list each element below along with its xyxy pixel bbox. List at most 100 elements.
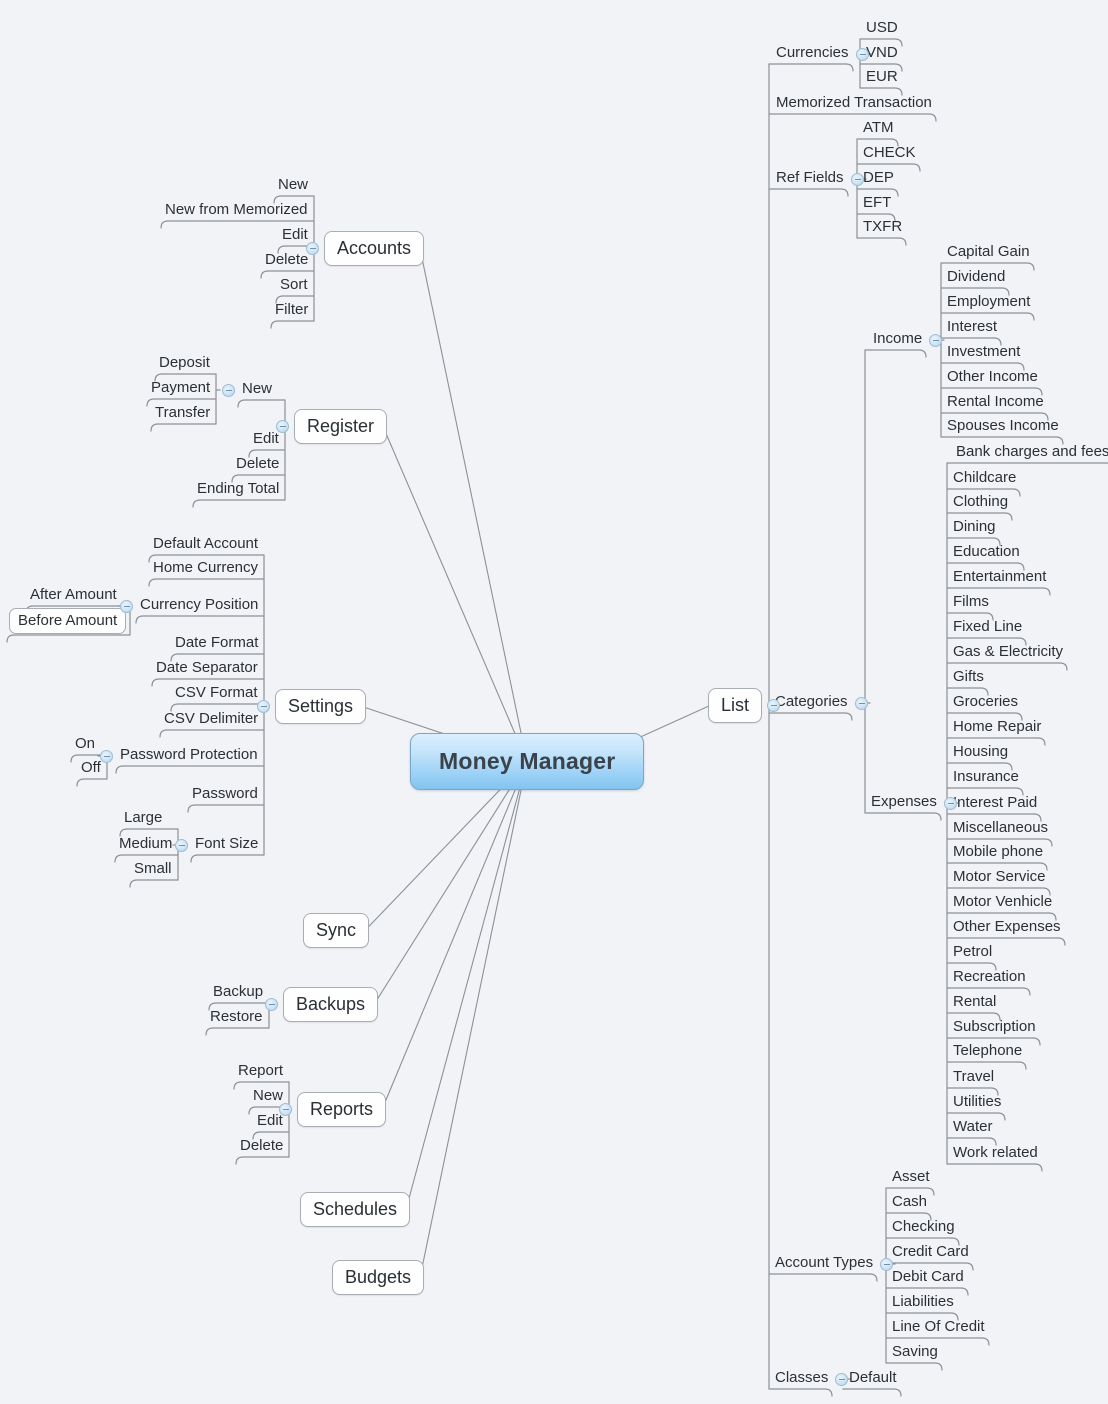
- node-settings-default-account[interactable]: Default Account: [153, 535, 259, 552]
- node-expense-other-expenses[interactable]: Other Expenses: [953, 918, 1061, 935]
- collapse-toggle-icon[interactable]: [265, 998, 278, 1011]
- node-register-delete[interactable]: Delete: [236, 455, 280, 472]
- node-expense-home-repair[interactable]: Home Repair: [953, 718, 1042, 735]
- node-account-type-debit-card[interactable]: Debit Card: [892, 1268, 964, 1285]
- node-expense-miscellaneous[interactable]: Miscellaneous: [953, 819, 1049, 836]
- node-settings-after-amount[interactable]: After Amount: [30, 586, 117, 603]
- node-expense-rental[interactable]: Rental: [953, 993, 997, 1010]
- node-backups-restore[interactable]: Restore: [210, 1008, 263, 1025]
- node-income-investment[interactable]: Investment: [947, 343, 1021, 360]
- node-expense-interest-paid[interactable]: Interest Paid: [953, 794, 1038, 811]
- node-settings-password[interactable]: Password: [192, 785, 258, 802]
- node-expense-education[interactable]: Education: [953, 543, 1020, 560]
- node-settings-csv-format[interactable]: CSV Format: [175, 684, 258, 701]
- node-account-types[interactable]: Account Types: [775, 1254, 874, 1271]
- node-expense-telephone[interactable]: Telephone: [953, 1042, 1023, 1059]
- node-settings[interactable]: Settings: [275, 689, 367, 724]
- collapse-toggle-icon[interactable]: [100, 750, 113, 763]
- root-node-money-manager[interactable]: Money Manager: [410, 733, 645, 790]
- node-account-type-line-of-credit[interactable]: Line Of Credit: [892, 1318, 985, 1335]
- node-expense-housing[interactable]: Housing: [953, 743, 1009, 760]
- node-account-type-cash[interactable]: Cash: [892, 1193, 928, 1210]
- node-reports[interactable]: Reports: [297, 1092, 387, 1127]
- node-expense-films[interactable]: Films: [953, 593, 989, 610]
- node-settings-font-medium[interactable]: Medium: [119, 835, 173, 852]
- node-settings-home-currency[interactable]: Home Currency: [153, 559, 259, 576]
- node-expense-childcare[interactable]: Childcare: [953, 469, 1017, 486]
- node-expense-fixed-line[interactable]: Fixed Line: [953, 618, 1023, 635]
- node-settings-font-size[interactable]: Font Size: [195, 835, 259, 852]
- node-register-ending-total[interactable]: Ending Total: [197, 480, 280, 497]
- node-register-edit[interactable]: Edit: [253, 430, 279, 447]
- collapse-toggle-icon[interactable]: [929, 334, 942, 347]
- collapse-toggle-icon[interactable]: [856, 48, 869, 61]
- node-income-employment[interactable]: Employment: [947, 293, 1031, 310]
- node-currency-usd[interactable]: USD: [866, 19, 898, 36]
- node-settings-font-large[interactable]: Large: [124, 809, 163, 826]
- node-settings-password-protection[interactable]: Password Protection: [120, 746, 258, 763]
- node-settings-password-on[interactable]: On: [75, 735, 96, 752]
- node-register-new-payment[interactable]: Payment: [151, 379, 211, 396]
- node-account-type-checking[interactable]: Checking: [892, 1218, 955, 1235]
- node-expenses[interactable]: Expenses: [871, 793, 937, 810]
- node-expense-bank-charges-and-fees[interactable]: Bank charges and fees: [956, 443, 1108, 460]
- node-classes[interactable]: Classes: [775, 1369, 829, 1386]
- node-ref-field-eft[interactable]: EFT: [863, 194, 892, 211]
- node-backups[interactable]: Backups: [283, 987, 379, 1022]
- node-income-interest[interactable]: Interest: [947, 318, 998, 335]
- node-income[interactable]: Income: [873, 330, 923, 347]
- node-memorized-transaction[interactable]: Memorized Transaction: [776, 94, 932, 111]
- collapse-toggle-icon[interactable]: [851, 173, 864, 186]
- node-expense-work-related[interactable]: Work related: [953, 1144, 1038, 1161]
- node-expense-travel[interactable]: Travel: [953, 1068, 995, 1085]
- node-reports-delete[interactable]: Delete: [240, 1137, 284, 1154]
- node-accounts-new-from-memorized[interactable]: New from Memorized: [165, 201, 308, 218]
- node-budgets[interactable]: Budgets: [332, 1260, 425, 1295]
- node-settings-csv-delimiter[interactable]: CSV Delimiter: [164, 710, 259, 727]
- node-expense-water[interactable]: Water: [953, 1118, 993, 1135]
- node-accounts-filter[interactable]: Filter: [275, 301, 309, 318]
- node-account-type-asset[interactable]: Asset: [892, 1168, 930, 1185]
- collapse-toggle-icon[interactable]: [257, 700, 270, 713]
- node-expense-gas-and-electricity[interactable]: Gas & Electricity: [953, 643, 1064, 660]
- node-settings-password-off[interactable]: Off: [81, 759, 101, 776]
- node-ref-field-txfr[interactable]: TXFR: [863, 218, 903, 235]
- node-settings-date-separator[interactable]: Date Separator: [156, 659, 258, 676]
- node-categories[interactable]: Categories: [775, 693, 848, 710]
- collapse-toggle-icon[interactable]: [276, 420, 289, 433]
- collapse-toggle-icon[interactable]: [222, 384, 235, 397]
- node-ref-field-dep[interactable]: DEP: [863, 169, 894, 186]
- node-accounts[interactable]: Accounts: [324, 231, 425, 266]
- node-expense-clothing[interactable]: Clothing: [953, 493, 1009, 510]
- node-expense-motor-venhicle[interactable]: Motor Venhicle: [953, 893, 1053, 910]
- node-account-type-credit-card[interactable]: Credit Card: [892, 1243, 969, 1260]
- node-income-spouses-income[interactable]: Spouses Income: [947, 417, 1059, 434]
- node-reports-new[interactable]: New: [253, 1087, 284, 1104]
- node-accounts-new[interactable]: New: [278, 176, 309, 193]
- collapse-toggle-icon[interactable]: [944, 797, 957, 810]
- node-expense-dining[interactable]: Dining: [953, 518, 996, 535]
- node-reports-edit[interactable]: Edit: [257, 1112, 283, 1129]
- node-list[interactable]: List: [708, 688, 763, 723]
- node-accounts-edit[interactable]: Edit: [282, 226, 308, 243]
- node-register-new-transfer[interactable]: Transfer: [155, 404, 211, 421]
- node-reports-report[interactable]: Report: [238, 1062, 284, 1079]
- node-settings-date-format[interactable]: Date Format: [175, 634, 259, 651]
- node-expense-gifts[interactable]: Gifts: [953, 668, 984, 685]
- node-expense-groceries[interactable]: Groceries: [953, 693, 1019, 710]
- node-settings-currency-position[interactable]: Currency Position: [140, 596, 259, 613]
- node-account-type-liabilities[interactable]: Liabilities: [892, 1293, 954, 1310]
- node-income-rental-income[interactable]: Rental Income: [947, 393, 1044, 410]
- node-ref-fields[interactable]: Ref Fields: [776, 169, 844, 186]
- node-schedules[interactable]: Schedules: [300, 1192, 411, 1227]
- node-class-default[interactable]: Default: [849, 1369, 897, 1386]
- node-income-dividend[interactable]: Dividend: [947, 268, 1006, 285]
- node-expense-entertainment[interactable]: Entertainment: [953, 568, 1047, 585]
- collapse-toggle-icon[interactable]: [306, 242, 319, 255]
- node-ref-field-check[interactable]: CHECK: [863, 144, 916, 161]
- node-register[interactable]: Register: [294, 409, 388, 444]
- node-settings-before-amount[interactable]: Before Amount: [9, 608, 127, 634]
- node-expense-subscription[interactable]: Subscription: [953, 1018, 1036, 1035]
- node-expense-petrol[interactable]: Petrol: [953, 943, 993, 960]
- node-expense-insurance[interactable]: Insurance: [953, 768, 1019, 785]
